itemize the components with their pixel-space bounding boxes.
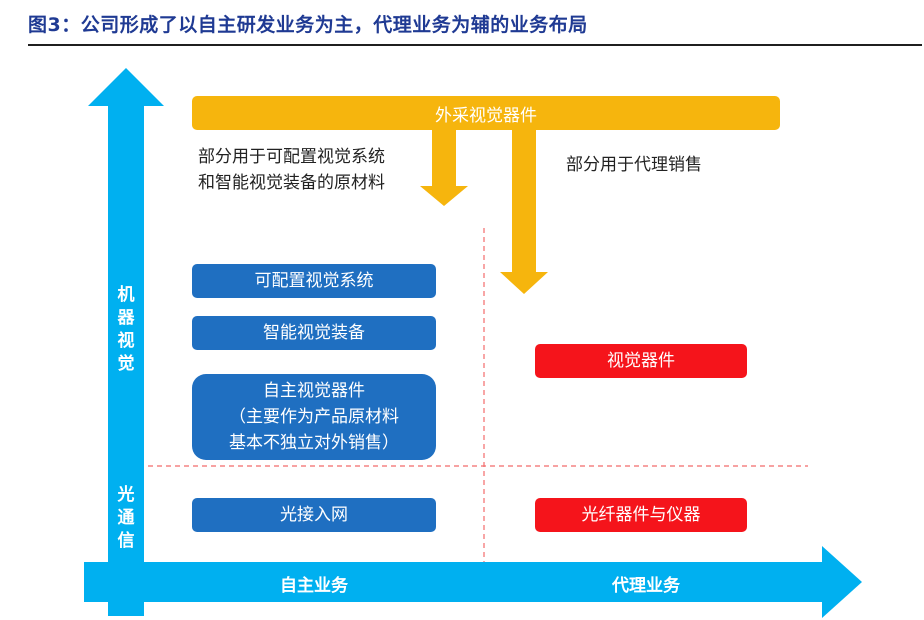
box-agency-vision-devices: 视觉器件: [535, 344, 747, 378]
own-devices-line3: 基本不独立对外销售）: [229, 433, 399, 453]
figure-title: 图3：公司形成了以自主研发业务为主，代理业务为辅的业务布局: [28, 14, 588, 36]
supply-arrow-left: [420, 128, 468, 206]
x-axis-arrow: [84, 546, 862, 618]
own-devices-line1: 自主视觉器件: [263, 381, 365, 401]
box-own-vision-devices: 自主视觉器件 （主要作为产品原材料 基本不独立对外销售）: [192, 374, 436, 460]
supply-note-left: 部分用于可配置视觉系统 和智能视觉装备的原材料: [198, 144, 385, 196]
box-intelligent-equipment: 智能视觉装备: [192, 316, 436, 350]
box-optical-access-network: 光接入网: [192, 498, 436, 532]
supply-note-right-text: 部分用于代理销售: [566, 155, 702, 175]
own-devices-line2: （主要作为产品原材料: [229, 407, 399, 427]
x-label-own-business: 自主业务: [280, 576, 348, 596]
y-axis-arrow: [88, 68, 164, 616]
box-configurable-vision: 可配置视觉系统: [192, 264, 436, 298]
y-label-optical-communication: 光通信: [117, 485, 135, 551]
x-label-agency-business: 代理业务: [612, 576, 680, 596]
supply-note-right: 部分用于代理销售: [566, 152, 702, 178]
supply-note-left-line1: 部分用于可配置视觉系统: [198, 147, 385, 167]
supply-note-left-line2: 和智能视觉装备的原材料: [198, 173, 385, 193]
title-rule: [28, 44, 922, 46]
supply-arrow-right: [500, 128, 548, 294]
y-label-machine-vision: 机器视觉: [117, 285, 135, 374]
supply-bar: 外采视觉器件: [192, 96, 780, 130]
box-agency-fiber-devices: 光纤器件与仪器: [535, 498, 747, 532]
